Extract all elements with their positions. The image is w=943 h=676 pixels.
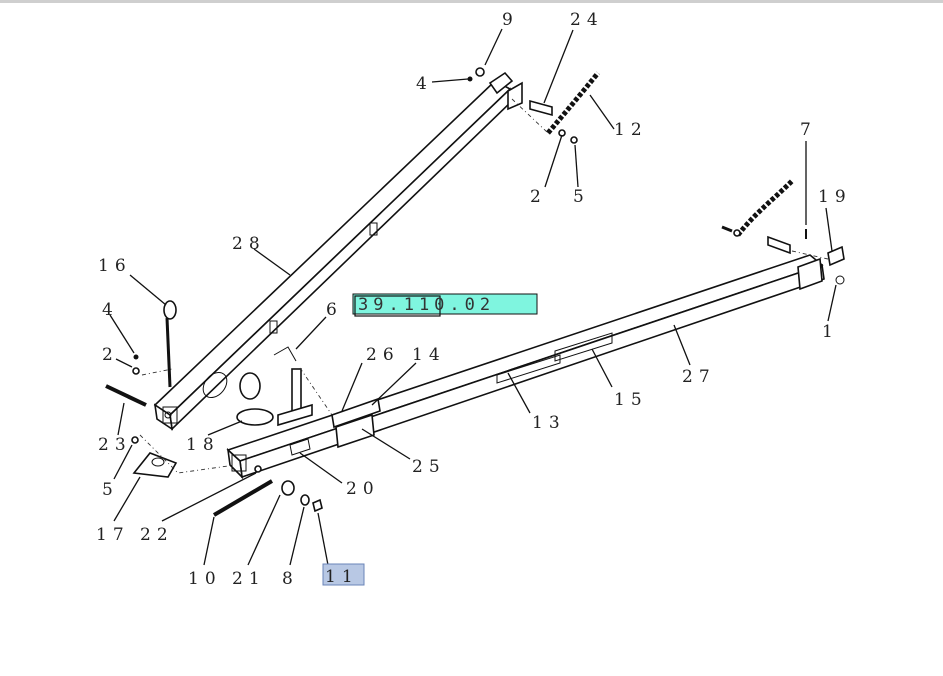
callout-1[interactable]: 1: [822, 322, 839, 342]
callout-4[interactable]: 4: [416, 74, 433, 94]
callout-24[interactable]: 24: [570, 10, 604, 30]
jack-stand-6[interactable]: [273, 346, 313, 427]
callout-22[interactable]: 22: [140, 525, 174, 545]
callout-23[interactable]: 23: [98, 435, 132, 455]
callout-4-left[interactable]: 4: [102, 300, 119, 320]
callout-28[interactable]: 28: [232, 234, 266, 254]
drawbar-lower[interactable]: [226, 254, 825, 480]
callout-2-left[interactable]: 2: [102, 345, 119, 365]
callout-7[interactable]: 7: [800, 120, 817, 140]
bolt-10[interactable]: [212, 479, 274, 517]
callout-6[interactable]: 6: [326, 300, 343, 320]
callout-19[interactable]: 19: [818, 187, 852, 207]
reference-label: 39.110.02: [358, 295, 495, 315]
callout-14[interactable]: 14: [412, 345, 446, 365]
callout-12[interactable]: 12: [614, 120, 648, 140]
pin-16[interactable]: [163, 300, 177, 388]
drawbar-upper[interactable]: [153, 71, 514, 431]
nut-11[interactable]: [312, 498, 323, 513]
chain-right[interactable]: [736, 179, 794, 255]
hitch-17[interactable]: [132, 452, 178, 478]
callout-17[interactable]: 17: [96, 525, 130, 545]
callout-5-left[interactable]: 5: [102, 480, 119, 500]
reference-link-39-110-02[interactable]: 39.110.02: [352, 293, 538, 317]
callout-25[interactable]: 25: [412, 457, 446, 477]
bracket-19[interactable]: [827, 245, 845, 285]
bolt-23[interactable]: [105, 384, 147, 407]
leader-lines: [109, 28, 837, 566]
washer-21[interactable]: [281, 480, 295, 496]
callout-labels: 9 24 4 12 2 5 7 19 1 28 16 4 6 2 26 14 2…: [96, 10, 852, 589]
callout-13[interactable]: 13: [532, 413, 566, 433]
callout-16[interactable]: 16: [98, 256, 132, 276]
callout-2[interactable]: 2: [530, 187, 547, 207]
callout-18[interactable]: 18: [186, 435, 220, 455]
ring-18[interactable]: [236, 372, 274, 426]
callout-26[interactable]: 26: [366, 345, 400, 365]
callout-9[interactable]: 9: [502, 10, 519, 30]
callout-5[interactable]: 5: [573, 187, 590, 207]
callout-21[interactable]: 21: [232, 569, 266, 589]
callout-27[interactable]: 27: [682, 367, 716, 387]
callout-15[interactable]: 15: [614, 390, 648, 410]
exploded-parts-diagram: 39.110.02 9 24 4 12 2 5 7 19 1 28 16 4 6…: [96, 10, 852, 589]
callout-20[interactable]: 20: [346, 479, 380, 499]
callout-11[interactable]: 11: [325, 567, 359, 587]
callout-10[interactable]: 10: [188, 569, 222, 589]
selected-callout-highlight: [322, 563, 365, 586]
washer-8[interactable]: [300, 494, 310, 506]
chain-12[interactable]: [546, 71, 600, 135]
callout-8[interactable]: 8: [282, 569, 299, 589]
bracket-24[interactable]: [507, 81, 553, 117]
